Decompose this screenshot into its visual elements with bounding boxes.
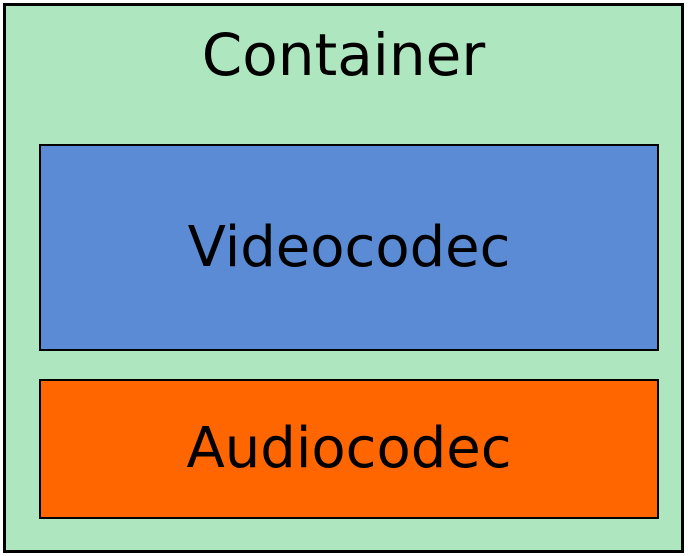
audiocodec-label: Audiocodec [186,416,512,481]
videocodec-block: Videocodec [39,144,659,351]
audiocodec-block: Audiocodec [39,379,659,519]
container-label: Container [201,21,486,89]
container-block: Container Videocodec Audiocodec [3,3,684,553]
videocodec-label: Videocodec [187,214,511,280]
